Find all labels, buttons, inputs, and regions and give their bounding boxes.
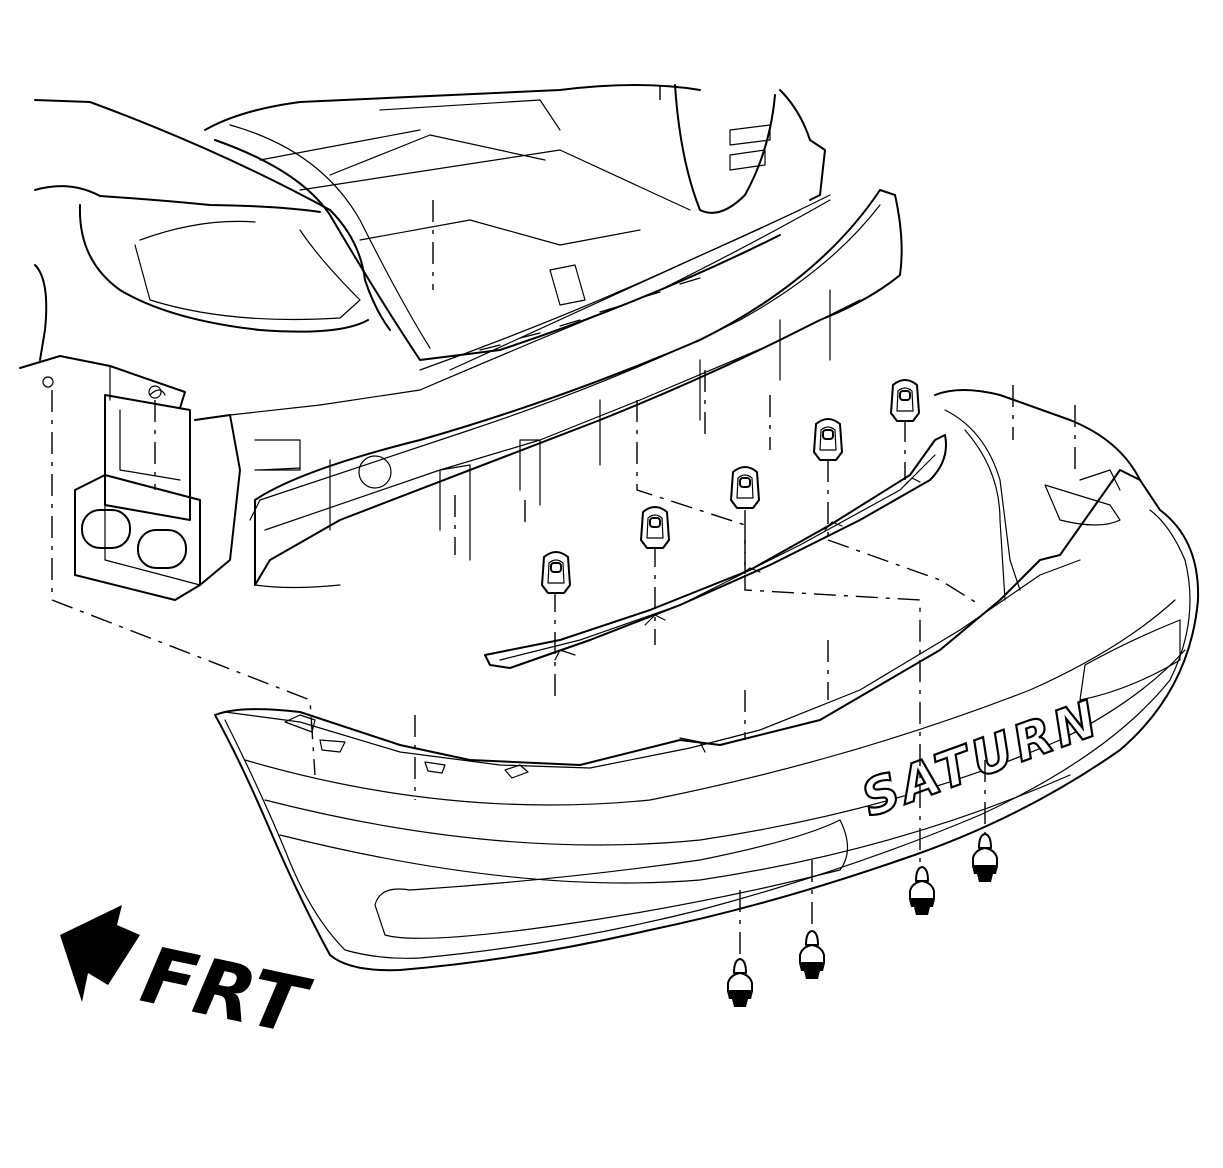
push-pin-retainer[interactable] bbox=[909, 866, 935, 915]
push-pin-retainer[interactable] bbox=[727, 958, 753, 1007]
retainer-clip[interactable] bbox=[640, 506, 670, 549]
front-direction-indicator: FRT bbox=[60, 905, 318, 1054]
vehicle-rear-body bbox=[19, 84, 826, 601]
push-pin-retainers bbox=[727, 833, 998, 1007]
retainer-clip[interactable] bbox=[730, 466, 760, 509]
front-direction-label: FRT bbox=[134, 931, 318, 1054]
retainer-clip[interactable] bbox=[541, 551, 571, 594]
push-pin-retainer[interactable] bbox=[972, 833, 998, 882]
rear-bumper-energy-absorber bbox=[249, 189, 903, 589]
front-arrow-icon bbox=[60, 905, 140, 1002]
retainer-clip[interactable] bbox=[813, 418, 843, 461]
push-pin-retainer[interactable] bbox=[799, 930, 825, 979]
retainer-clip[interactable] bbox=[890, 379, 920, 422]
explosion-lines bbox=[51, 85, 1076, 960]
retainer-clips bbox=[541, 379, 920, 594]
bumper-fascia-support-rail bbox=[484, 434, 947, 669]
rear-bumper-fascia bbox=[214, 389, 1200, 972]
